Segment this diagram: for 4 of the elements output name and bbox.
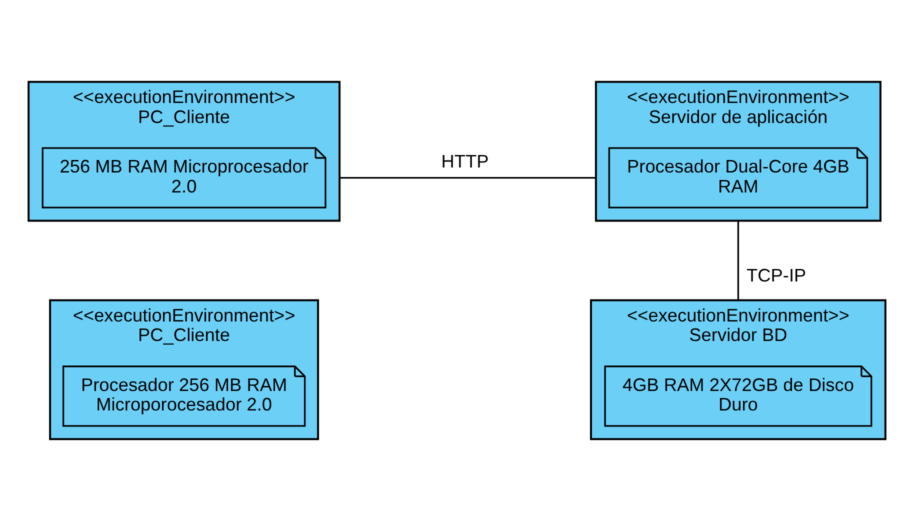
connector xyxy=(340,176,596,178)
edge-label: TCP-IP xyxy=(746,265,806,286)
connector xyxy=(737,220,740,300)
edge-label: HTTP xyxy=(441,151,488,172)
